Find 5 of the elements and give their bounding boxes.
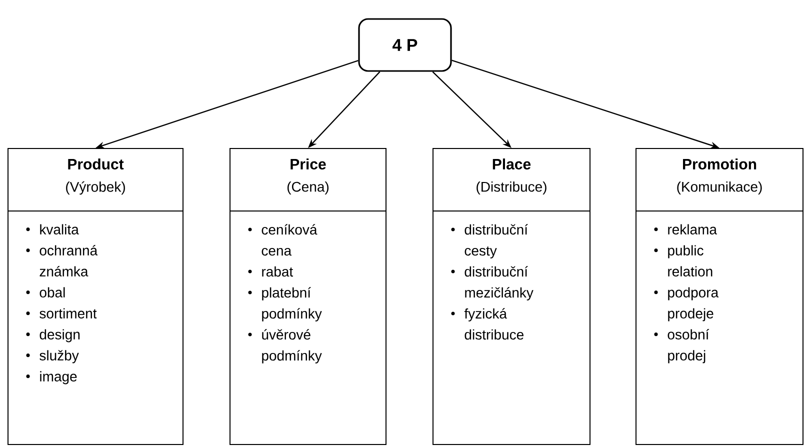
category-box: Price (Cena) ceníková cena rabat platební podmínky úvěrové podmínky: [230, 148, 386, 445]
category-box: Promotion (Komunikace) reklama public relation podpora prodeje osobní prodej: [636, 148, 804, 445]
rounded-box: 4 P: [358, 18, 452, 72]
category-box: Place (Distribuce) distribuční cesty distribuční mezičlánky fyzická distribuce: [432, 148, 590, 445]
category-box: Product (Výrobek) kvalita ochranná známka obal sortiment design služby image: [8, 148, 184, 445]
